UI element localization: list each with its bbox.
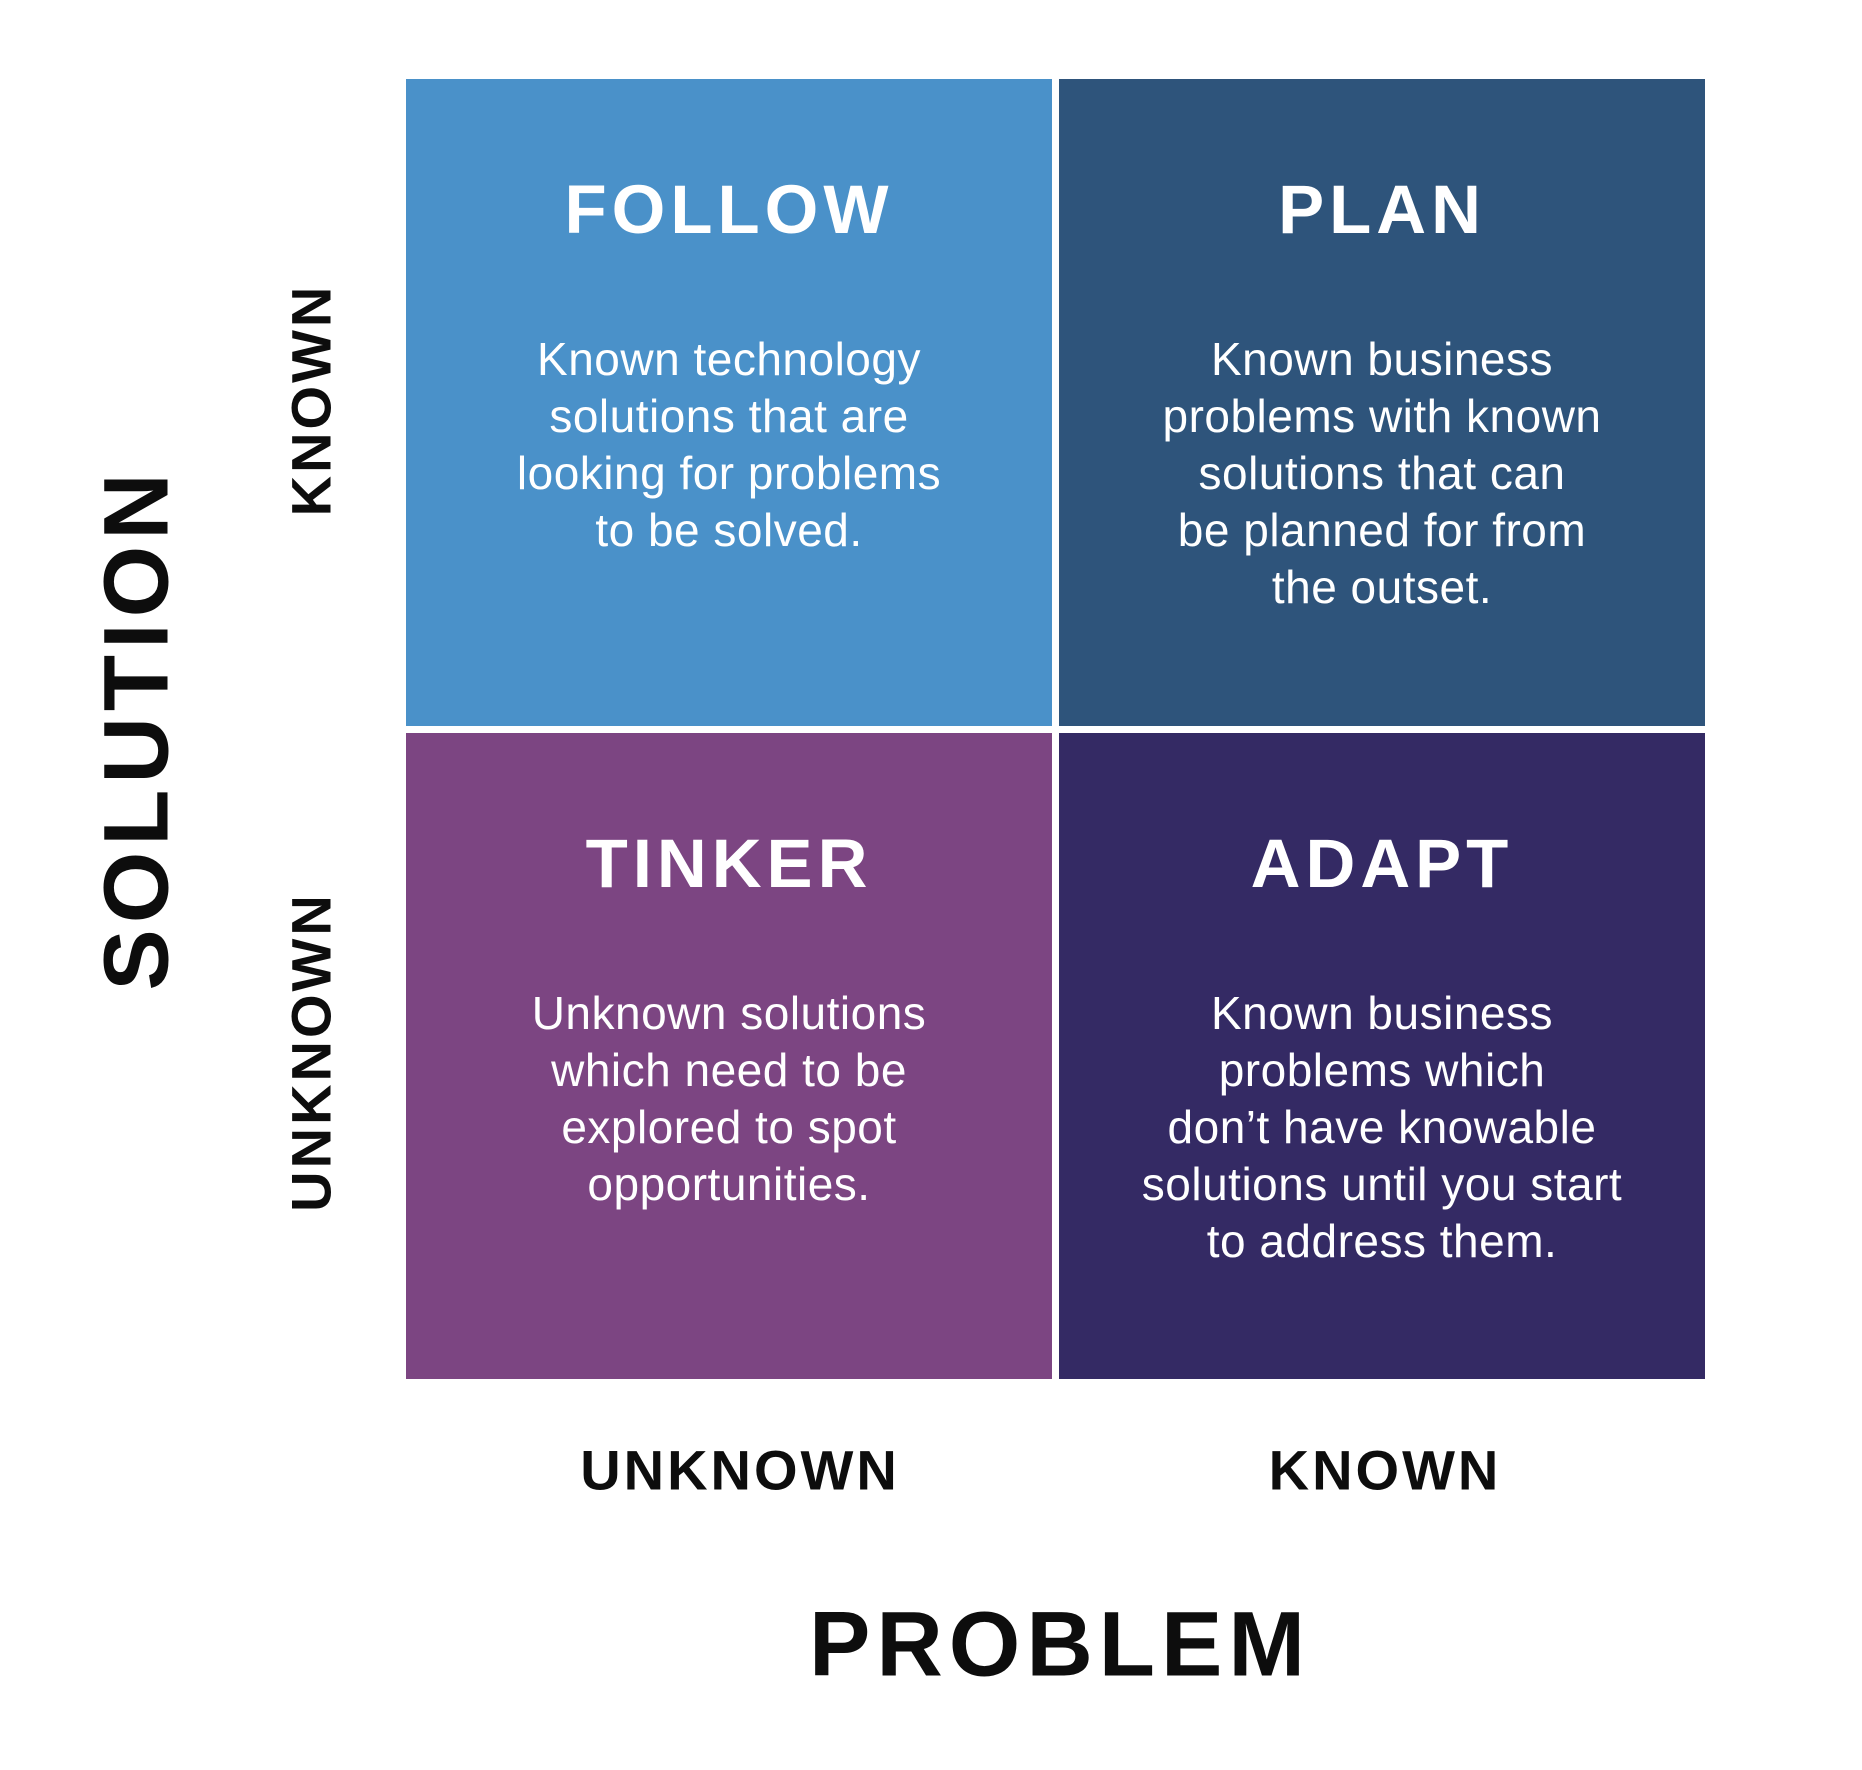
quadrant-plan: PLAN Known business problems with known … [1059,79,1705,726]
y-axis-tick-known: KNOWN [279,283,343,517]
quadrant-tinker: TINKER Unknown solutions which need to b… [406,732,1052,1379]
quadrant-tinker-title: TINKER [585,824,873,902]
x-axis-tick-unknown: UNKNOWN [580,1438,900,1502]
quadrant-follow: FOLLOW Known technology solutions that a… [406,79,1052,726]
quadrant-adapt-title: ADAPT [1250,824,1514,902]
y-axis-title: SOLUTION [85,467,188,991]
quadrant-tinker-description: Unknown solutions which need to be explo… [531,986,927,1210]
quadrant-follow-title: FOLLOW [564,171,894,248]
y-axis-tick-unknown: UNKNOWN [279,892,343,1212]
quadrant-plan-description: Known business problems with known solut… [1162,333,1602,614]
quadrant-plan-title: PLAN [1278,171,1486,248]
quadrant-adapt: ADAPT Known business problems which don’… [1059,732,1705,1379]
x-axis-title: PROBLEM [809,1593,1311,1696]
quadrant-adapt-description: Known business problems which don’t have… [1141,986,1623,1267]
quadrant-grid: FOLLOW Known technology solutions that a… [406,79,1705,1379]
x-axis-tick-known: KNOWN [1268,1438,1502,1502]
quadrant-follow-description: Known technology solutions that are look… [516,333,942,557]
